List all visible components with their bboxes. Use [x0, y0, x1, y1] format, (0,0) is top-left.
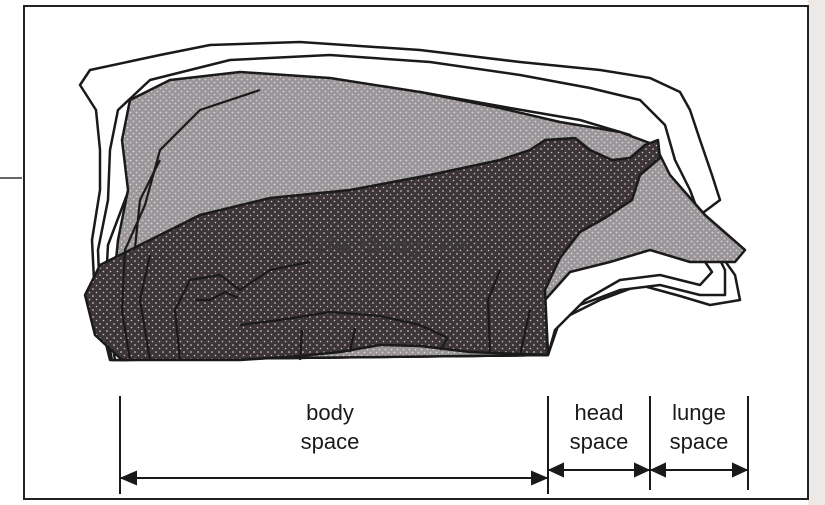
label-lunge-line2: space	[670, 429, 729, 454]
label-body-line1: body	[306, 400, 354, 425]
label-body-line2: space	[301, 429, 360, 454]
page-edge	[808, 0, 825, 505]
label-head-line1: head	[575, 400, 624, 425]
label-head-line2: space	[570, 429, 629, 454]
cow-title: "The Rising Cow"	[307, 233, 479, 258]
label-lunge-line1: lunge	[672, 400, 726, 425]
